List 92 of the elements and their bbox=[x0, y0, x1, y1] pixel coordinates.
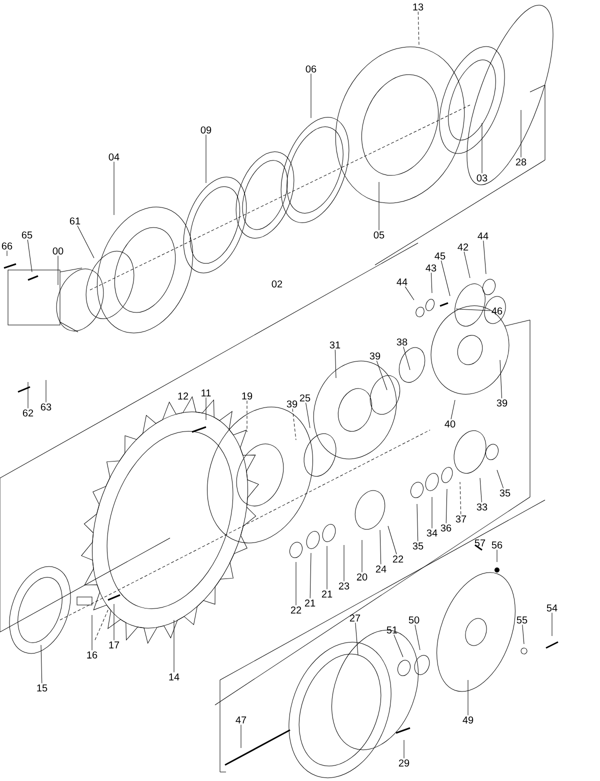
callout-number: 43 bbox=[426, 264, 436, 272]
leader-line bbox=[334, 350, 336, 378]
leader-line bbox=[376, 360, 388, 390]
callout-number: 33 bbox=[476, 503, 488, 511]
callout-number: 12 bbox=[178, 392, 188, 400]
callout-number: 19 bbox=[242, 392, 252, 400]
callout-number: 44 bbox=[478, 232, 488, 240]
callout-number: 05 bbox=[374, 231, 384, 239]
leader-line bbox=[240, 724, 242, 748]
callout-number: 39 bbox=[370, 352, 380, 360]
callout-number: 29 bbox=[398, 759, 410, 767]
leader-line bbox=[440, 260, 450, 296]
callout-number: 21 bbox=[322, 590, 332, 598]
callout-number: 28 bbox=[516, 158, 526, 166]
callout-number: 42 bbox=[458, 244, 468, 250]
callout-number: 02 bbox=[272, 280, 282, 288]
leader-line bbox=[310, 74, 312, 118]
leader-line bbox=[403, 346, 410, 370]
callout-number: 46 bbox=[492, 307, 502, 315]
callout-number: 50 bbox=[408, 616, 420, 624]
leader-line bbox=[326, 546, 328, 590]
callout-number: 36 bbox=[440, 524, 452, 532]
callout-number: 39 bbox=[286, 400, 298, 408]
leader-line bbox=[414, 624, 420, 650]
leader-line bbox=[416, 504, 418, 542]
leader-line bbox=[40, 644, 42, 684]
callout-number: 13 bbox=[413, 3, 424, 11]
leader-line bbox=[380, 530, 382, 564]
leader-line bbox=[394, 634, 404, 658]
leader-line bbox=[460, 482, 462, 514]
callout-number: 00 bbox=[52, 247, 64, 255]
leader-line bbox=[496, 470, 504, 488]
leader-line bbox=[483, 240, 486, 274]
callout-number: 24 bbox=[376, 566, 386, 572]
leader-line bbox=[77, 226, 94, 258]
leader-line bbox=[446, 488, 448, 524]
leader-line bbox=[306, 402, 310, 428]
leader-line bbox=[355, 622, 358, 656]
callout-number: 55 bbox=[516, 616, 528, 624]
callout-number: 11 bbox=[202, 390, 211, 396]
callout-number: 14 bbox=[169, 674, 180, 680]
callout-number: 54 bbox=[546, 604, 558, 612]
leader-line bbox=[520, 110, 522, 158]
callout-number: 09 bbox=[200, 126, 212, 134]
callout-number: 40 bbox=[444, 420, 456, 428]
callout-number: 03 bbox=[476, 174, 488, 182]
callout-number: 31 bbox=[330, 341, 340, 349]
callout-number: 45 bbox=[434, 252, 446, 260]
callout-number: 16 bbox=[87, 651, 98, 659]
leader-line bbox=[388, 526, 397, 554]
leader-line bbox=[246, 400, 248, 432]
callout-number: 34 bbox=[426, 529, 438, 537]
callout-number: 47 bbox=[236, 716, 246, 724]
callout-number: 39 bbox=[496, 399, 508, 407]
callout-number: 49 bbox=[462, 716, 474, 724]
leader-line bbox=[450, 400, 456, 420]
leader-line bbox=[480, 478, 482, 502]
callout-number: 27 bbox=[350, 614, 360, 622]
callout-number: 66 bbox=[2, 242, 12, 250]
leader-line bbox=[418, 12, 420, 46]
callout-number: 06 bbox=[306, 65, 316, 73]
callout-number: 37 bbox=[456, 515, 466, 523]
callout-number: 20 bbox=[356, 573, 368, 581]
callout-number: 35 bbox=[412, 542, 424, 550]
callout-number: 21 bbox=[304, 600, 316, 606]
callout-number: 63 bbox=[40, 403, 52, 411]
callout-number: 17 bbox=[109, 642, 120, 648]
callout-number: 15 bbox=[37, 684, 48, 692]
leader-line bbox=[500, 360, 502, 398]
callout-number: 61 bbox=[70, 217, 80, 225]
callout-number: 25 bbox=[300, 394, 310, 402]
callout-number: 22 bbox=[290, 606, 302, 614]
callout-number: 38 bbox=[396, 338, 408, 346]
leader-line bbox=[522, 624, 524, 644]
leader-line bbox=[27, 240, 32, 272]
callout-number: 35 bbox=[500, 489, 510, 497]
callout-number: 23 bbox=[338, 582, 350, 590]
callout-number: 56 bbox=[492, 541, 502, 549]
leader-line bbox=[496, 550, 498, 562]
leader-line bbox=[456, 308, 490, 311]
leader-line bbox=[6, 250, 8, 256]
leader-line bbox=[464, 251, 470, 278]
leader-line bbox=[310, 552, 312, 598]
callout-number: 62 bbox=[22, 409, 34, 417]
callout-number: 04 bbox=[108, 153, 120, 161]
callout-number: 44 bbox=[396, 278, 408, 286]
callout-number: 22 bbox=[392, 556, 404, 562]
leader-line bbox=[378, 182, 380, 230]
leader-line bbox=[292, 408, 296, 440]
leader-line bbox=[430, 272, 432, 294]
callout-number: 65 bbox=[22, 231, 32, 239]
leader-line bbox=[404, 286, 414, 300]
